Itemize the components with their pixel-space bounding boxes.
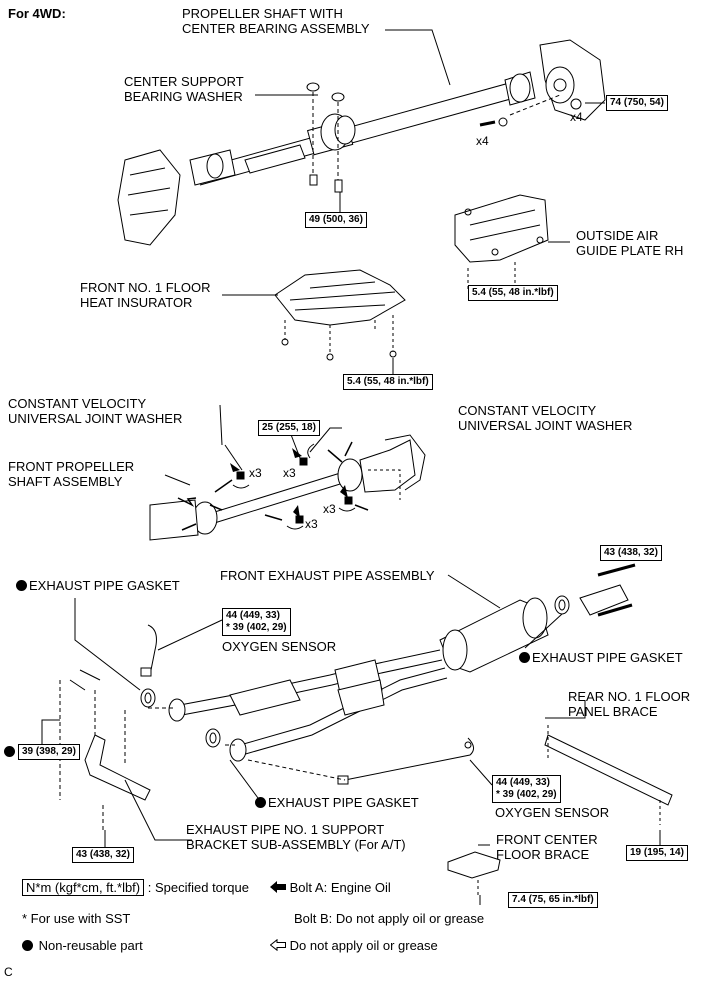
legend-non-reusable: Non-reusable part [22, 938, 143, 953]
legend-torque-text: : Specified torque [147, 880, 249, 895]
bolt-a-arrows [230, 448, 348, 518]
propeller-shaft-drawing [117, 29, 606, 246]
qty-x3-d: x3 [323, 502, 336, 516]
label-oxygen-sensor-bottom: OXYGEN SENSOR [495, 805, 610, 820]
torque-t43-bottom: 43 (438, 32) [72, 847, 134, 863]
legend-torque: N*m (kgf*cm, ft.*lbf) : Specified torque [22, 879, 249, 896]
label-center-support-washer: CENTER SUPPORT BEARING WASHER [124, 74, 244, 104]
label-cv-washer-right: CONSTANT VELOCITY UNIVERSAL JOINT WASHER [458, 403, 633, 433]
label-outside-air-guide: OUTSIDE AIR GUIDE PLATE RH [576, 228, 684, 258]
torque-t54-plate: 5.4 (55, 48 in.*lbf) [468, 285, 558, 301]
legend-torque-box: N*m (kgf*cm, ft.*lbf) [22, 879, 145, 896]
label-front-propeller-shaft: FRONT PROPELLER SHAFT ASSEMBLY [8, 459, 135, 489]
non-reusable-dot-icon [4, 746, 15, 757]
torque-t39: 39 (398, 29) [18, 744, 80, 760]
torque-t43-top: 43 (438, 32) [600, 545, 662, 561]
non-reusable-dot-icon [22, 940, 33, 951]
qty-x4-bolt: x4 [476, 134, 489, 148]
non-reusable-dot-icon [16, 580, 27, 591]
torque-t44-top: 44 (449, 33) * 39 (402, 29) [222, 608, 291, 636]
label-front-exhaust-pipe: FRONT EXHAUST PIPE ASSEMBLY [220, 568, 435, 583]
page-header: For 4WD: [8, 6, 66, 21]
non-reusable-dot-icon [519, 652, 530, 663]
torque-t44-bottom: 44 (449, 33) * 39 (402, 29) [492, 775, 561, 803]
label-front-center-brace: FRONT CENTER FLOOR BRACE [496, 832, 598, 862]
label-exhaust-gasket-mid: EXHAUST PIPE GASKET [255, 795, 419, 810]
label-exhaust-gasket-right: EXHAUST PIPE GASKET [519, 650, 683, 665]
filled-arrow-icon [270, 881, 286, 893]
qty-x3-c: x3 [305, 517, 318, 531]
label-cv-washer-left: CONSTANT VELOCITY UNIVERSAL JOINT WASHER [8, 396, 183, 426]
front-center-brace-drawing [447, 844, 501, 905]
rear-floor-brace-drawing [544, 700, 673, 845]
label-support-bracket: EXHAUST PIPE NO. 1 SUPPORT BRACKET SUB-A… [186, 822, 406, 852]
front-propeller-shaft-drawing [149, 404, 426, 541]
label-rear-floor-brace: REAR NO. 1 FLOOR PANEL BRACE [568, 689, 691, 719]
torque-t39-row [4, 744, 17, 759]
torque-t74: 74 (750, 54) [606, 95, 668, 111]
legend-sst: * For use with SST [22, 911, 131, 926]
label-propeller-shaft: PROPELLER SHAFT WITH CENTER BEARING ASSE… [182, 6, 370, 36]
exhaust-system-drawing [41, 545, 636, 848]
legend-bolt-b: Bolt B: Do not apply oil or grease [294, 911, 485, 926]
torque-t54-insulator: 5.4 (55, 48 in.*lbf) [343, 374, 433, 390]
qty-x3-b: x3 [283, 466, 296, 480]
label-heat-insulator: FRONT NO. 1 FLOOR HEAT INSURATOR [80, 280, 211, 310]
legend-bolt-a: Bolt A: Engine Oil [270, 880, 391, 895]
qty-x4-nut: x4 [570, 110, 583, 124]
no-oil-arrows [177, 441, 369, 531]
qty-x3-a: x3 [249, 466, 262, 480]
non-reusable-dot-icon [255, 797, 266, 808]
label-oxygen-sensor-top: OXYGEN SENSOR [222, 639, 337, 654]
torque-t25: 25 (255, 18) [258, 420, 320, 436]
label-exhaust-gasket-top: EXHAUST PIPE GASKET [16, 578, 180, 593]
legend-no-oil: Do not apply oil or grease [269, 938, 438, 953]
torque-t74b: 7.4 (75, 65 in.*lbf) [508, 892, 598, 908]
figure-code: C [4, 965, 13, 979]
torque-t49: 49 (500, 36) [305, 212, 367, 228]
heat-insulator-drawing [222, 269, 406, 375]
air-guide-plate-drawing [454, 194, 570, 290]
hollow-arrow-icon [269, 938, 286, 952]
torque-t19: 19 (195, 14) [626, 845, 688, 861]
